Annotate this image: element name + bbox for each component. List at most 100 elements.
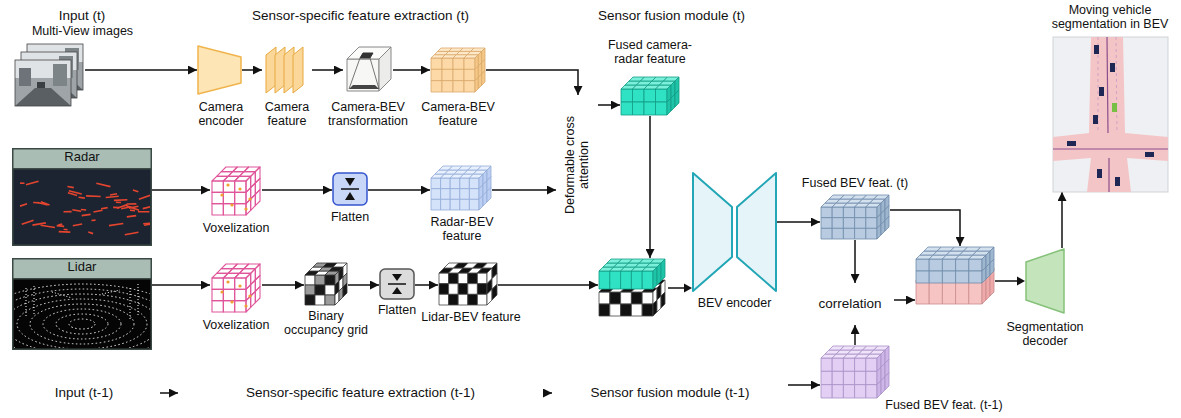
bev-encoder-stack — [599, 292, 610, 304]
radar-bev-feature-graphic — [431, 178, 441, 189]
lidar-flatten-graphic — [380, 269, 414, 299]
radar-voxelization-graphic — [235, 204, 246, 215]
fused-camera-radar-feature-graphic — [621, 102, 633, 115]
bev-encoder-enc — [692, 172, 777, 292]
lidar-bev-feature-graphic — [492, 284, 497, 300]
flow-arrow — [368, 189, 430, 191]
text-holder: Camera feature — [256, 100, 318, 129]
fused-camera-radar-feature-graphic — [667, 98, 671, 115]
lidar-bev-feature-graphic — [468, 284, 478, 295]
bev-encoder-link — [684, 284, 692, 293]
radar-bev-feature-graphic — [469, 178, 479, 189]
bev-encoder-stack — [657, 296, 661, 312]
segmentation-decoder-link — [995, 276, 1025, 286]
segmentation-decoder-concat — [956, 280, 969, 304]
radar-input-graphic — [130, 209, 135, 211]
node-label: Voxelization — [196, 221, 276, 235]
segmentation-output-graphic — [1093, 115, 1098, 124]
camera-bev-transformation-graphic — [347, 59, 379, 91]
feature-extraction-prev-box: Sensor-specific feature extraction (t-1) — [178, 376, 543, 410]
text-holder: Voxelization — [196, 318, 276, 332]
radar-input-graphic — [91, 219, 95, 221]
fused-bev-feature-prev-graphic — [866, 385, 877, 398]
input-prev-box: Input (t-1) — [8, 376, 160, 410]
radar-voxelization-graphic — [235, 181, 246, 192]
camera-bev-feature-graphic — [442, 58, 453, 69]
segmentation-output-graphic — [1099, 87, 1104, 96]
binary-occupancy-grid-graphic — [305, 285, 315, 295]
segmentation-output-graphic — [1107, 37, 1108, 133]
lidar-voxelization-graphic — [235, 278, 246, 289]
text-holder: correlation — [806, 283, 894, 325]
segmentation-decoder-concat — [969, 280, 982, 304]
radar-voxelization-graphic — [226, 183, 229, 186]
segmentation-decoder-concat — [916, 259, 929, 271]
segmentation-output-graphic — [1094, 45, 1099, 54]
fused-bev-feature-prev-graphic — [843, 358, 854, 371]
binary-occupancy-grid-graphic — [325, 285, 335, 295]
correlation-box: correlation — [806, 283, 894, 325]
radar-voxelization-graphic — [230, 203, 233, 206]
fused-bev-feature-prev-graphic — [821, 371, 832, 384]
fused-bev-feature-t-graphic — [855, 228, 866, 239]
node-label: Fused BEV feat. (t) — [795, 176, 915, 190]
node-label: Radar — [12, 150, 152, 165]
binary-occupancy-grid-graphic — [315, 285, 325, 295]
radar-voxelization-graphic — [248, 197, 251, 200]
node-label: BEV encoder — [692, 296, 777, 310]
radar-input-graphic — [116, 201, 121, 203]
camera-bev-feature-graphic — [464, 69, 475, 80]
flow-arrow — [85, 69, 197, 71]
binary-occupancy-grid-graphic — [305, 275, 315, 285]
node-label: Fused BEV feat. (t-1) — [884, 398, 1004, 412]
segmentation-output-graphic — [1097, 169, 1102, 178]
lidar-input-graphic — [17, 299, 147, 348]
radar-bev-feature-graphic — [450, 199, 460, 210]
segmentation-output-graphic — [1108, 158, 1109, 192]
bev-encoder-stack — [598, 258, 668, 318]
multi-view-images-graphic — [53, 64, 67, 86]
bev-encoder-stack — [621, 304, 632, 316]
node-label: Segmentation decoder — [1000, 320, 1090, 349]
text-holder: Flatten — [372, 303, 422, 317]
flow-arrow — [777, 221, 820, 223]
deformable-attention-box-outline — [557, 96, 598, 235]
radar-input-graphic — [82, 214, 91, 215]
segmentation-output-graphic — [1110, 63, 1115, 72]
text-holder: Fused BEV feat. (t) — [795, 176, 915, 190]
radar-flatten-graphic — [333, 173, 367, 205]
fused-camera-radar-feature-graphic — [656, 102, 668, 115]
bev-encoder-stack — [642, 271, 653, 289]
lidar-bev-feature-graphic — [468, 273, 478, 284]
input-panel-outline — [3, 3, 162, 355]
flow-arrow — [598, 104, 620, 106]
segmentation-decoder-concat — [956, 259, 969, 271]
radar-bev-feature-graphic — [460, 178, 470, 189]
input-prev-box-outline — [9, 377, 160, 410]
radar-input-graphic — [33, 202, 39, 204]
feature-extraction-panel-outline — [179, 3, 543, 348]
lidar-flatten-graphic — [392, 287, 402, 294]
lidar-voxelization-graphic — [210, 262, 262, 314]
segmentation-decoder-concat — [942, 259, 955, 271]
text-holder: Camera-BEV feature — [418, 100, 498, 129]
radar-input-graphic — [144, 224, 150, 225]
radar-flatten-graphic — [341, 188, 359, 190]
lidar-voxelization-graphic — [212, 301, 223, 312]
radar-input: Radar — [12, 148, 152, 246]
radar-flatten-graphic — [345, 178, 355, 186]
lidar-voxelization-graphic — [248, 294, 251, 297]
fused-camera-radar-feature-graphic — [621, 89, 633, 102]
radar-voxelization-graphic — [212, 204, 223, 215]
segmentation-decoder-concat — [986, 263, 990, 279]
text-holder: Moving vehicle segmentation in BEV — [1045, 3, 1175, 32]
segmentation-decoder-link — [995, 280, 1019, 282]
flow-arrow — [152, 189, 210, 191]
lidar-voxelization-graphic — [238, 284, 241, 287]
camera-bev-feature-graphic — [464, 81, 475, 92]
multi-view-images-graphic — [37, 82, 45, 88]
flow-arrow — [262, 284, 304, 286]
fused-bev-feature-t-graphic — [855, 207, 866, 218]
lidar-voxelization-graphic — [230, 300, 233, 303]
lidar-bev-feature-graphic — [449, 273, 459, 284]
